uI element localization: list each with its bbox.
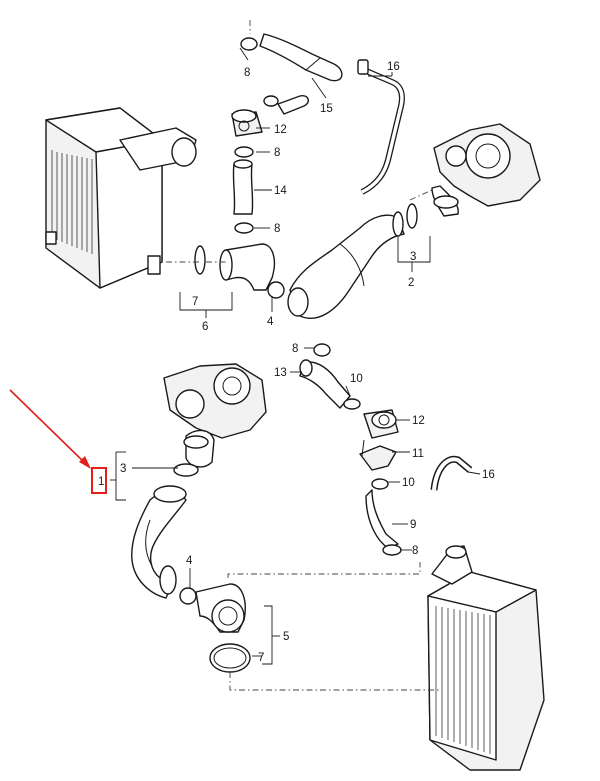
highlight-box <box>91 467 107 494</box>
label-3: 3 <box>410 251 416 263</box>
label-9: 9 <box>410 519 416 531</box>
label-14: 14 <box>274 185 287 197</box>
turbocharger-bottom <box>163 363 267 468</box>
clamp-10-bottom <box>371 478 389 490</box>
intercooler-bottom-fins <box>435 606 491 754</box>
pipe-16-bottom <box>430 455 473 491</box>
label-8: 8 <box>244 67 250 79</box>
intercooler-bottom <box>427 545 545 771</box>
callout-labels: 8 16 15 12 8 14 8 3 2 7 6 4 8 13 10 12 1… <box>98 61 495 664</box>
hose-9 <box>365 489 399 549</box>
label-7: 7 <box>258 652 264 664</box>
connector-6-top <box>194 243 285 299</box>
hose-13 <box>299 343 351 409</box>
label-6: 6 <box>202 321 208 333</box>
label-4: 4 <box>267 316 274 328</box>
label-4: 4 <box>186 555 193 567</box>
clamp-8-bottom <box>382 544 402 556</box>
intercooler-top <box>45 107 197 289</box>
label-2: 2 <box>408 277 414 289</box>
centerlines <box>166 20 440 691</box>
intercooler-top-fins <box>51 150 93 254</box>
label-12: 12 <box>274 124 287 136</box>
label-15: 15 <box>320 103 333 115</box>
valve-12-bottom <box>363 409 399 439</box>
label-11: 11 <box>412 448 424 460</box>
hose-1 <box>131 485 187 599</box>
valve-12-top <box>231 109 263 137</box>
label-8: 8 <box>274 147 280 159</box>
label-16: 16 <box>387 61 400 73</box>
clamp-10-top <box>343 398 361 410</box>
label-8: 8 <box>412 545 418 557</box>
turbocharger-top <box>431 123 541 217</box>
highlight-annotation <box>9 389 107 494</box>
label-16: 16 <box>482 469 495 481</box>
highlight-arrow <box>9 389 87 465</box>
label-8: 8 <box>274 223 280 235</box>
arrow-head-icon <box>79 456 91 469</box>
label-7: 7 <box>192 296 198 308</box>
bracket-11 <box>359 439 397 471</box>
label-10: 10 <box>350 373 363 385</box>
leader-lines <box>110 47 481 665</box>
connector-5-bottom <box>195 583 246 633</box>
hose-15 <box>240 33 343 115</box>
label-3: 3 <box>120 463 126 475</box>
clamp-4-bottom <box>179 587 197 605</box>
label-5: 5 <box>283 631 289 643</box>
label-10: 10 <box>402 477 415 489</box>
label-1: 1 <box>98 476 104 488</box>
label-8: 8 <box>292 343 298 355</box>
hose-14 <box>232 146 254 234</box>
o-ring-3-bottom <box>173 463 199 477</box>
hose-2 <box>287 203 418 319</box>
label-12: 12 <box>412 415 425 427</box>
label-13: 13 <box>274 367 287 379</box>
